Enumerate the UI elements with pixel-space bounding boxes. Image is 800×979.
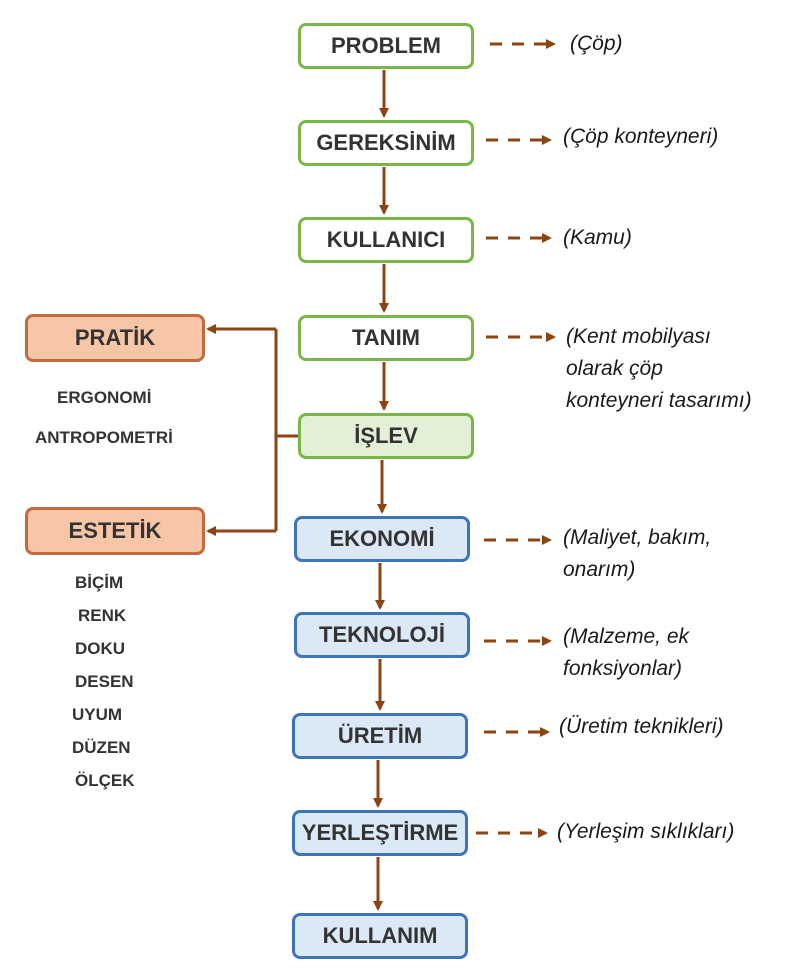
estetik-item-olcek: ÖLÇEK [75, 771, 135, 790]
estetik-item-doku: DOKU [75, 639, 126, 658]
estetik-item-desen: DESEN [75, 672, 134, 691]
step-gereksinim: GEREKSİNİM [298, 120, 474, 166]
step-uretim: ÜRETİM [292, 713, 468, 759]
step-tanim: TANIM [298, 315, 474, 361]
pratik-item-antropometri: ANTROPOMETRİ [35, 428, 173, 447]
step-kullanim: KULLANIM [292, 913, 468, 959]
note-teknoloji: (Malzeme, ek fonksiyonlar) [563, 625, 690, 680]
note-problem: (Çöp) [570, 32, 623, 55]
step-kullanici: KULLANICI [298, 217, 474, 263]
note-yerlestirme: (Yerleşim sıklıkları) [557, 820, 735, 843]
pratik-item-ergonomi: ERGONOMİ [57, 388, 152, 407]
estetik-item-renk: RENK [78, 606, 127, 625]
step-problem: PROBLEM [298, 23, 474, 69]
branch-pratik: PRATİK [25, 314, 205, 362]
note-ekonomi: (Maliyet, bakım, onarım) [563, 526, 712, 581]
estetik-item-duzen: DÜZEN [72, 738, 131, 757]
branch-connector [206, 324, 298, 536]
note-tanim: (Kent mobilyası olarak çöp konteyneri ta… [566, 325, 752, 412]
estetik-item-bicim: BİÇİM [75, 573, 124, 592]
estetik-item-uyum: UYUM [72, 705, 123, 724]
note-kullanici: (Kamu) [563, 226, 632, 249]
step-yerlestirme: YERLEŞTİRME [292, 810, 468, 856]
step-teknoloji: TEKNOLOJİ [294, 612, 470, 658]
step-islev: İŞLEV [298, 413, 474, 459]
note-gereksinim: (Çöp konteyneri) [563, 125, 719, 148]
note-uretim: (Üretim teknikleri) [559, 715, 724, 738]
step-ekonomi: EKONOMİ [294, 516, 470, 562]
branch-estetik: ESTETİK [25, 507, 205, 555]
